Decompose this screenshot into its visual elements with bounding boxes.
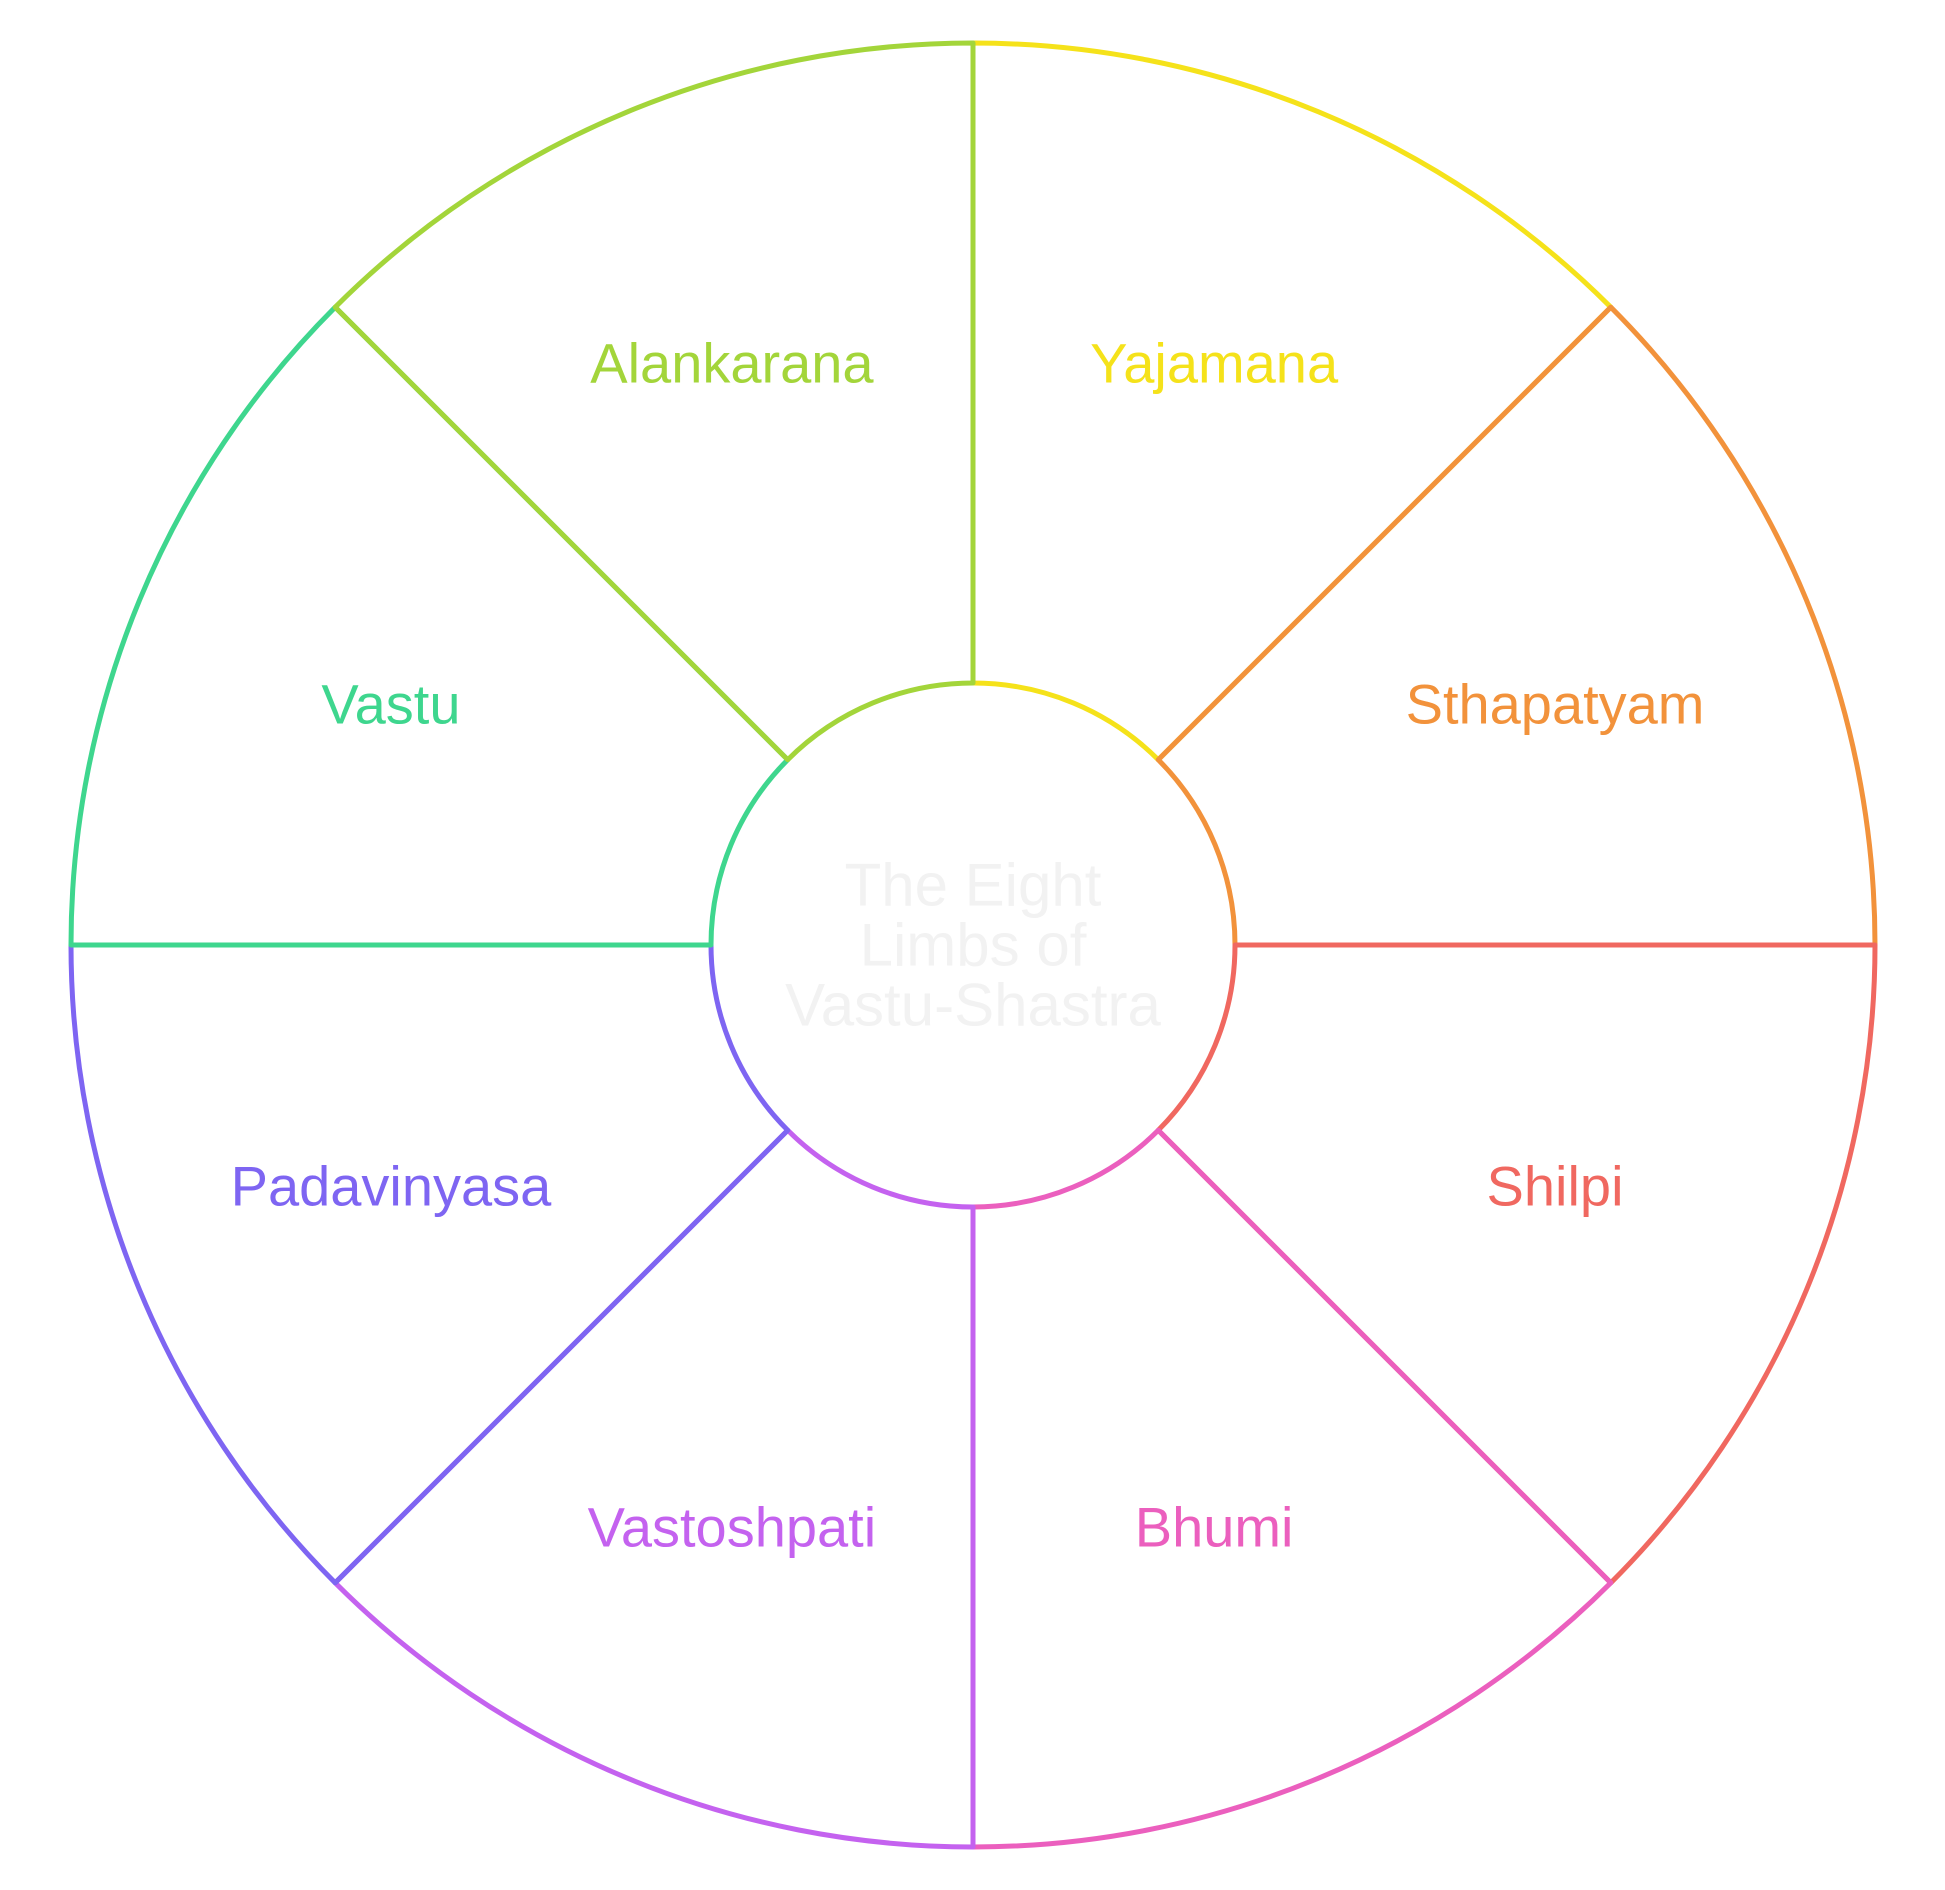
segment-outline [970,1127,1614,1850]
segment-vastoshpati: Vastoshpati [332,1127,976,1850]
segment-label: Alankarana [590,331,874,394]
segment-label: Yajamana [1090,331,1339,394]
segment-label: Bhumi [1135,1496,1294,1559]
segment-label: Vastoshpati [588,1496,876,1559]
segment-label: Padavinyasa [231,1155,553,1218]
segment-label: Vastu [321,672,460,735]
segment-yajamana: Yajamana [970,40,1614,763]
segment-sthapatyam: Sthapatyam [1155,304,1878,948]
segment-outline [68,304,791,948]
segment-bhumi: Bhumi [970,1127,1614,1850]
segment-label: Shilpi [1487,1155,1624,1218]
segment-alankarana: Alankarana [332,40,976,763]
segment-outline [332,1127,976,1850]
segment-outline [332,40,976,763]
segment-vastu: Vastu [68,304,791,948]
center-title-line: The Eight [845,852,1102,919]
segment-outline [1155,942,1878,1586]
segment-label: Sthapatyam [1406,672,1705,735]
center-title-line: Vastu-Shastra [785,972,1161,1039]
segment-padavinyasa: Padavinyasa [68,942,791,1586]
segment-outline [1155,304,1878,948]
segment-outline [970,40,1614,763]
center-title-line: Limbs of [860,912,1087,979]
segment-shilpi: Shilpi [1155,942,1878,1586]
segment-outline [68,942,791,1586]
